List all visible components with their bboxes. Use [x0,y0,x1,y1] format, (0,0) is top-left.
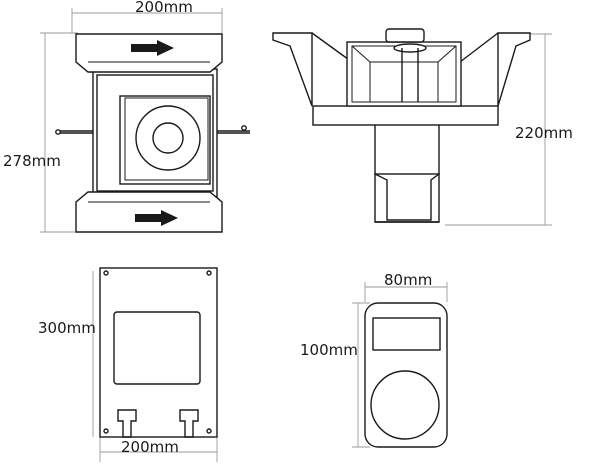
plate-width-label: 200mm [121,438,179,456]
plate-window [113,311,201,385]
stem-lower [374,172,440,223]
front-view [40,8,250,233]
side-view [272,28,552,226]
screw-hole [103,428,109,434]
screw-hole [206,428,212,434]
arrow-right-icon [131,40,174,56]
center-hub [152,122,184,154]
inner-face [119,95,211,185]
housing-body [92,68,218,198]
control-housing [364,302,448,448]
screw-hole [103,270,109,276]
front-width-label: 200mm [135,0,193,16]
right-wing [497,32,531,107]
side-height-label: 220mm [515,124,573,142]
tray-base [312,105,499,126]
left-wing [272,32,313,107]
control-height-label: 100mm [300,341,358,359]
stem-upper [374,123,440,175]
top-collar [385,28,425,43]
plate-clip-left [117,409,137,438]
mounting-plate [99,267,218,438]
arrow-right-icon [135,210,178,226]
control-unit-view [352,282,448,448]
plate-height-label: 300mm [38,319,96,337]
control-display [372,317,441,351]
bucket [346,41,462,107]
front-height-label: 278mm [3,152,61,170]
control-dial [370,370,440,440]
control-width-label: 80mm [384,271,433,289]
plate-clip-right [179,409,199,438]
bottom-rail [75,191,223,233]
top-rail [75,33,223,73]
screw-hole [206,270,212,276]
top-opening [393,43,427,53]
outer-ring [135,105,201,171]
mounting-plate-view [92,267,218,462]
